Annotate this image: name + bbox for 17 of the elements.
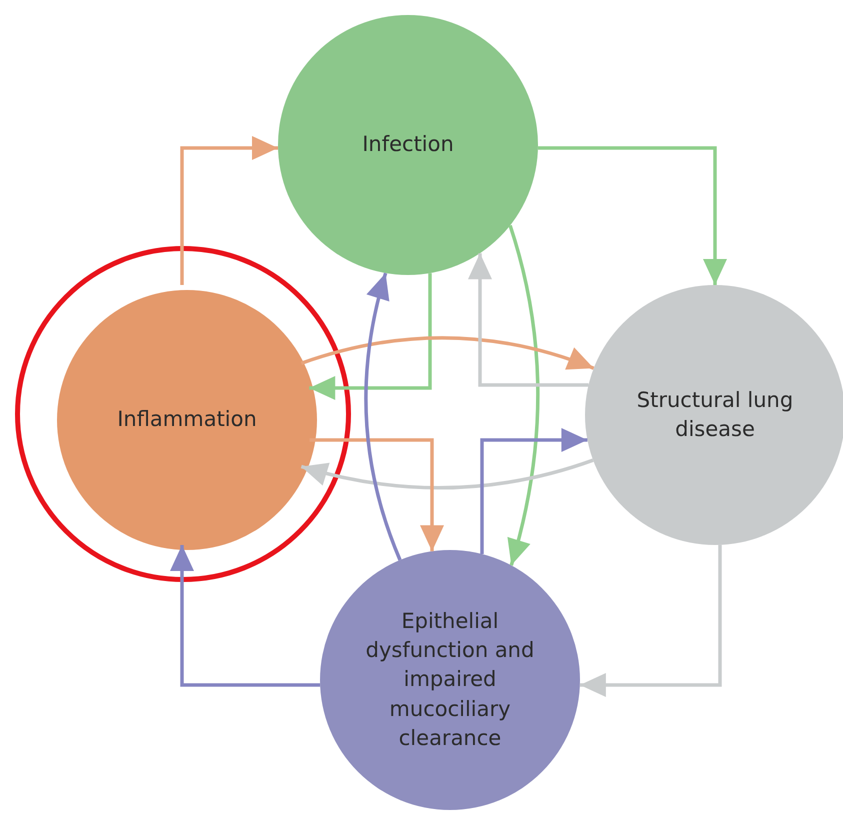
highlight-ring xyxy=(15,246,351,582)
node-label: Infection xyxy=(362,131,454,158)
arrow xyxy=(300,336,594,370)
node-label: Structural lung disease xyxy=(636,386,794,443)
arrow xyxy=(309,273,432,400)
node-label: Inflammation xyxy=(117,406,257,434)
node-label: Epithelial dysfunction and impaired mucociliary clearance xyxy=(364,608,536,752)
arrow xyxy=(180,136,278,285)
arrow xyxy=(310,438,444,552)
arrow xyxy=(538,146,727,285)
arrow xyxy=(468,253,588,387)
arrow xyxy=(300,458,594,490)
arrow xyxy=(364,272,402,561)
arrow xyxy=(170,545,320,687)
arrow xyxy=(506,224,540,566)
arrow xyxy=(580,544,722,697)
arrow xyxy=(480,428,588,554)
